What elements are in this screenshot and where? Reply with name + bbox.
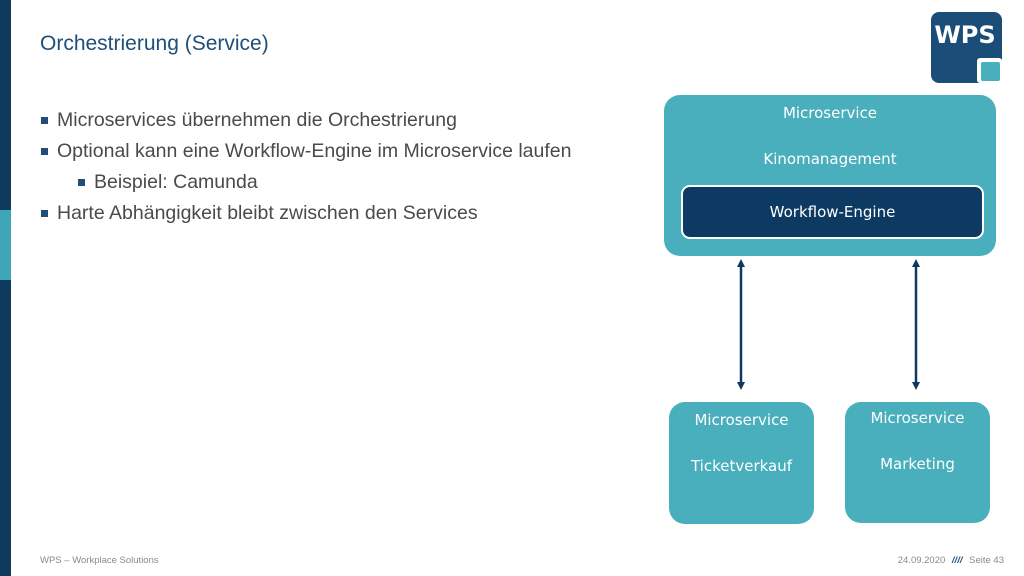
footer-separator: //// (951, 555, 963, 566)
bullet-text: Harte Abhängigkeit bleibt zwischen den S… (57, 202, 478, 224)
box-label: Ticketverkauf (690, 457, 793, 475)
square-bullet-icon (78, 179, 85, 186)
box-label: Microservice (694, 411, 789, 429)
left-accent-marker (0, 210, 11, 280)
footer-page-number: Seite 43 (969, 555, 1004, 566)
slide-title: Orchestrierung (Service) (40, 32, 269, 55)
bullet-list: Microservices übernehmen die Orchestrier… (40, 108, 600, 232)
bullet-item: Microservices übernehmen die Orchestrier… (40, 108, 600, 133)
square-bullet-icon (41, 148, 48, 155)
bullet-text: Beispiel: Camunda (94, 171, 258, 193)
box-label: Microservice (870, 409, 965, 427)
box-label: Kinomanagement (763, 150, 897, 168)
bullet-text: Microservices übernehmen die Orchestrier… (57, 109, 457, 131)
bullet-text: Optional kann eine Workflow-Engine im Mi… (57, 140, 572, 162)
footer-meta: 24.09.2020 //// Seite 43 (898, 555, 1004, 566)
footer-company: WPS – Workplace Solutions (40, 555, 159, 566)
microservice-ticketverkauf-box: Microservice Ticketverkauf (669, 402, 814, 524)
workflow-engine-box: Workflow-Engine (681, 185, 984, 239)
left-accent-bar (0, 0, 11, 576)
box-label: Marketing (880, 455, 955, 473)
logo-text: WPS (934, 21, 995, 49)
square-bullet-icon (41, 117, 48, 124)
bullet-item: Optional kann eine Workflow-Engine im Mi… (40, 139, 600, 164)
square-bullet-icon (41, 210, 48, 217)
sub-bullet-item: Beispiel: Camunda (77, 170, 600, 195)
wps-logo: WPS (931, 12, 1002, 83)
box-label: Microservice (782, 104, 878, 122)
microservice-marketing-box: Microservice Marketing (845, 402, 990, 523)
bullet-item: Harte Abhängigkeit bleibt zwischen den S… (40, 201, 600, 226)
footer-date: 24.09.2020 (897, 555, 946, 566)
